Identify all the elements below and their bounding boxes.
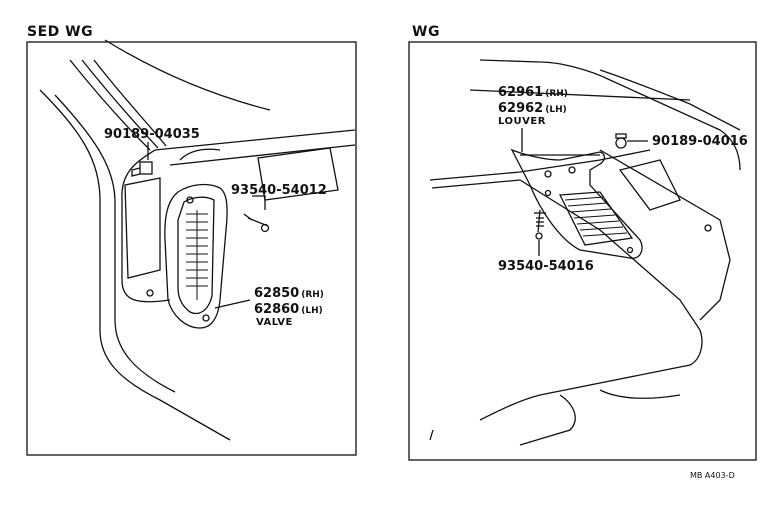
part-number-louver-lh: 62962(LH)	[498, 102, 567, 115]
louver-part	[510, 148, 643, 259]
valve-lh-suffix: (LH)	[301, 306, 323, 316]
part-number-screw-right: 93540-54016	[498, 259, 594, 274]
part-number-valve-lh: 62860(LH)	[254, 303, 323, 316]
part-number-valve-rh: 62850(RH)	[254, 287, 324, 300]
valve-rh-suffix: (RH)	[301, 290, 324, 300]
louver-screw-part	[534, 209, 546, 256]
left-panel-drawing	[26, 39, 357, 456]
part-name-louver: LOUVER	[498, 116, 546, 127]
louver-lh-suffix: (LH)	[545, 105, 567, 115]
valve-lh-number: 62860	[254, 302, 300, 317]
louver-lh-number: 62962	[498, 101, 544, 116]
part-number-louver-rh: 62961(RH)	[498, 86, 568, 99]
part-number-clip-left: 90189-04035	[104, 127, 200, 142]
part-number-clip-right: 90189-04016	[652, 134, 748, 149]
clip-part	[139, 161, 153, 175]
louver-rh-number: 62961	[498, 85, 544, 100]
part-name-valve: VALVE	[256, 317, 293, 328]
louver-rh-suffix: (RH)	[545, 89, 568, 99]
left-panel-title: SED WG	[27, 24, 94, 40]
part-number-screw-left: 93540-54012	[231, 183, 327, 198]
right-panel-title: WG	[412, 24, 440, 40]
drawing-code: MB A403-D	[690, 471, 735, 480]
right-panel-drawing	[408, 41, 757, 461]
valve-part	[164, 183, 228, 329]
right-panel-frame	[408, 41, 757, 461]
valve-rh-number: 62850	[254, 286, 300, 301]
louver-clip-part	[615, 133, 648, 149]
screw-part	[243, 213, 270, 233]
left-panel-frame	[26, 41, 357, 456]
